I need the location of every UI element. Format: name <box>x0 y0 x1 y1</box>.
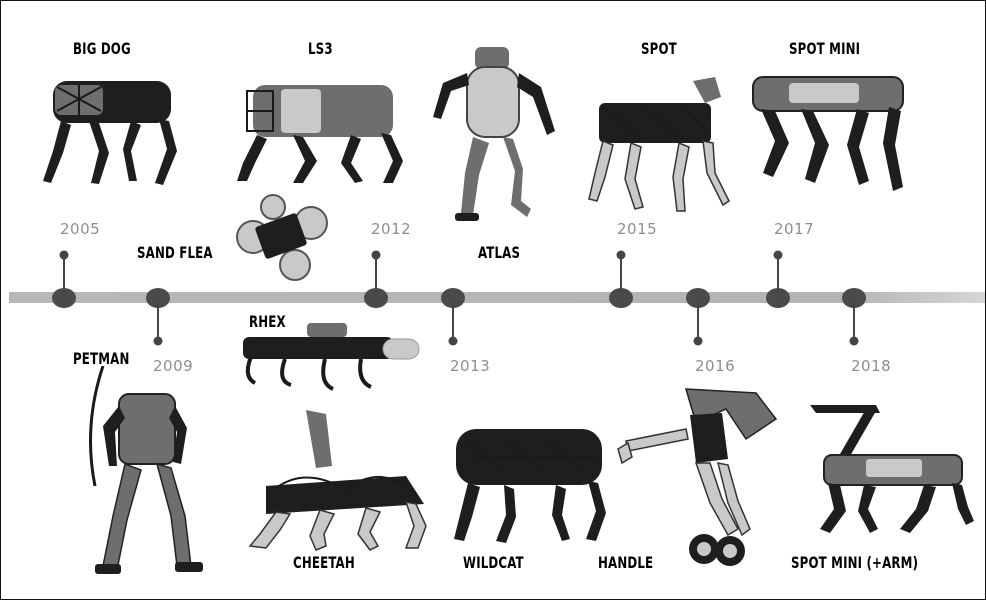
label-wildcat: WILDCAT <box>463 553 524 572</box>
pin-2013 <box>449 337 458 346</box>
pin-2012 <box>372 251 381 260</box>
year-label-2005: 2005 <box>60 220 100 238</box>
year-label-2012: 2012 <box>371 220 411 238</box>
label-spot: SPOT <box>641 39 677 58</box>
label-spot-mini-arm: SPOT MINI (+ARM) <box>791 553 918 572</box>
pin-2015 <box>617 251 626 260</box>
petman-robot-image <box>73 366 213 586</box>
ls3-robot-image <box>233 71 405 191</box>
stem-2015 <box>620 255 622 293</box>
year-label-2016: 2016 <box>695 357 735 375</box>
stem-2012 <box>375 255 377 293</box>
stem-2005 <box>63 255 65 293</box>
pin-2018 <box>850 337 859 346</box>
rhex-robot-image <box>233 319 423 399</box>
year-label-2013: 2013 <box>450 357 490 375</box>
cheetah-robot-image <box>246 406 431 556</box>
label-atlas: ATLAS <box>478 243 520 262</box>
pin-2016 <box>694 337 703 346</box>
year-label-2017: 2017 <box>774 220 814 238</box>
stem-2013 <box>452 303 454 341</box>
big-dog-robot-image <box>31 71 181 196</box>
label-big-dog: BIG DOG <box>73 39 131 58</box>
spot-robot-image <box>583 73 733 223</box>
pin-2017 <box>774 251 783 260</box>
stem-2018 <box>853 303 855 341</box>
handle-robot-image <box>606 379 786 574</box>
label-sand-flea: SAND FLEA <box>137 243 213 262</box>
year-label-2018: 2018 <box>851 357 891 375</box>
spot-mini-arm-robot-image <box>806 399 976 544</box>
stem-2016 <box>697 303 699 341</box>
wildcat-robot-image <box>446 411 611 546</box>
stem-2017 <box>777 255 779 293</box>
pin-2005 <box>60 251 69 260</box>
pin-2009 <box>154 337 163 346</box>
spot-mini-robot-image <box>749 61 909 211</box>
label-spot-mini: SPOT MINI <box>789 39 860 58</box>
sand-flea-robot-image <box>233 193 333 283</box>
atlas-robot-image <box>423 43 563 233</box>
stem-2009 <box>157 303 159 341</box>
label-ls3: LS3 <box>308 39 333 58</box>
